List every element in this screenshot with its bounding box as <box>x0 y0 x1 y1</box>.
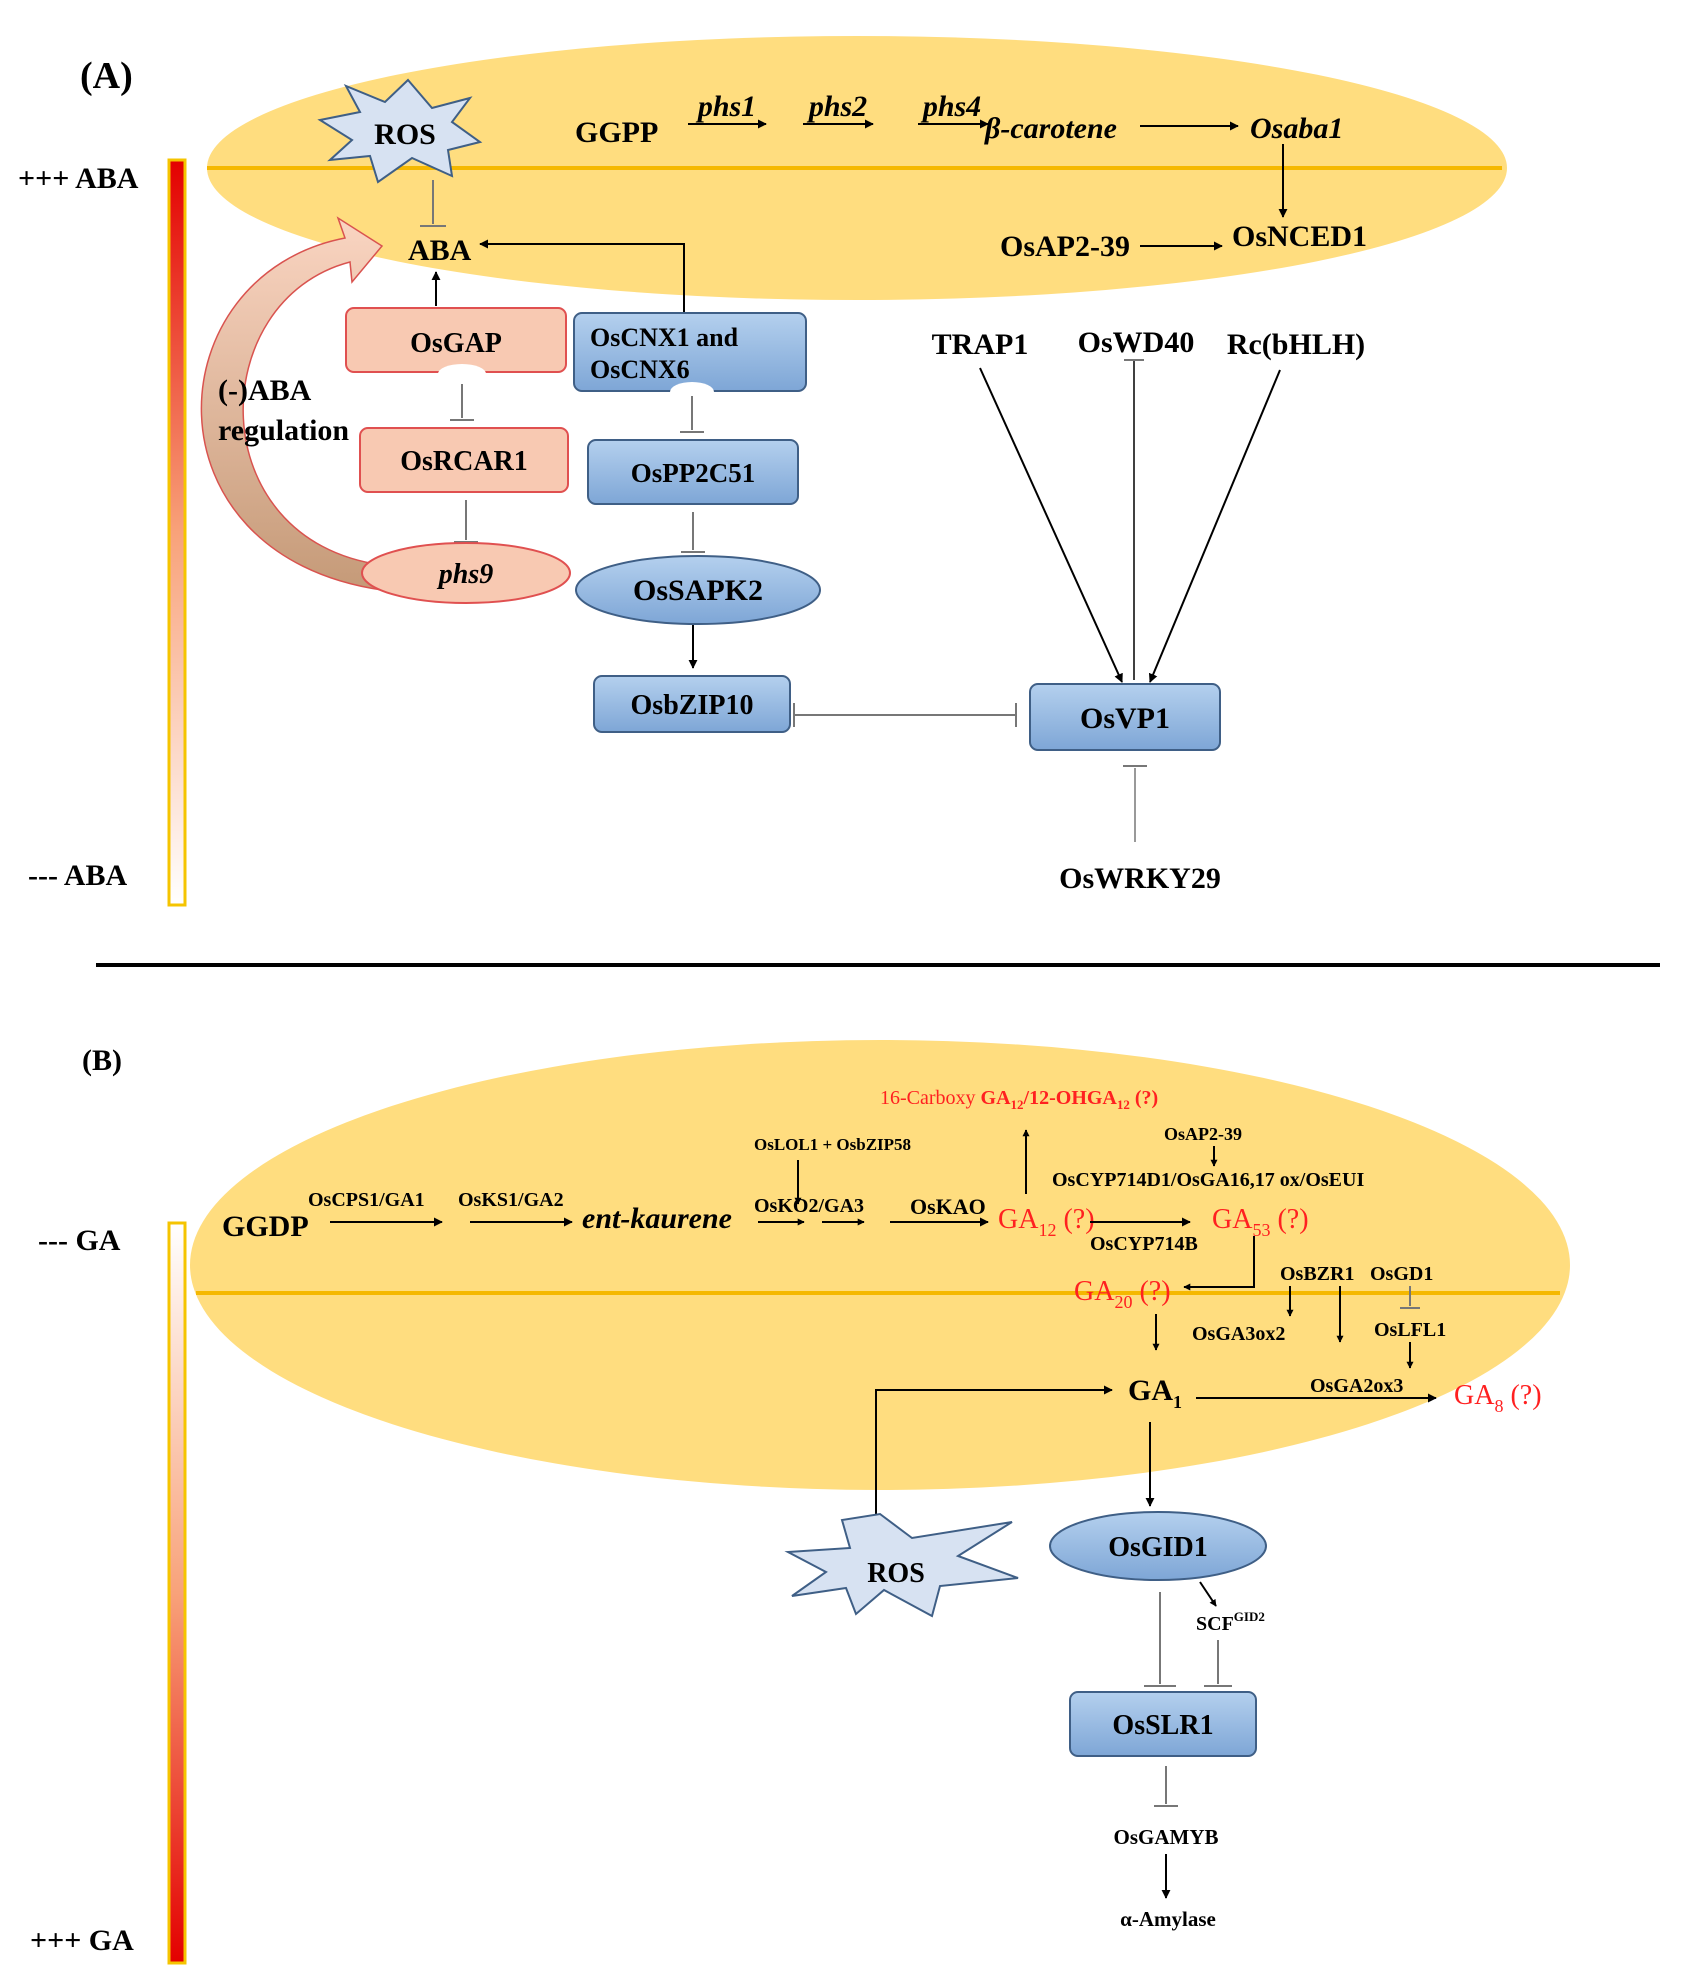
ent-kaurene: ent-kaurene <box>582 1202 732 1235</box>
ga20: GA20 (?) <box>1074 1276 1171 1312</box>
oswrky29: OsWRKY29 <box>1059 862 1221 895</box>
osvp1: OsVP1 <box>1080 702 1170 735</box>
osga3ox2: OsGA3ox2 <box>1192 1323 1285 1345</box>
negative-regulation-arrow <box>200 216 384 591</box>
phs9-ellipse <box>361 542 571 604</box>
osga2ox3: OsGA2ox3 <box>1310 1375 1403 1397</box>
oswd40: OsWD40 <box>1078 326 1195 359</box>
oscnx-line1: OsCNX1 and <box>590 323 739 352</box>
arrow-rc-osvp1 <box>1148 369 1281 683</box>
oscnx-line2: OsCNX6 <box>590 355 690 384</box>
oslol1: OsLOL1 + OsbZIP58 <box>754 1135 911 1154</box>
ros-star-b <box>784 1512 1019 1618</box>
osbzr1: OsBZR1 <box>1280 1263 1354 1285</box>
panel-b-label: (B) <box>82 1044 122 1077</box>
phs9: phs9 <box>437 559 493 590</box>
osgd1: OsGD1 <box>1370 1263 1433 1285</box>
ossapk2-ellipse <box>575 555 821 625</box>
phs1: phs1 <box>695 90 756 123</box>
oscps1: OsCPS1/GA1 <box>308 1189 425 1211</box>
alpha-amylase: α-Amylase <box>1120 1907 1216 1931</box>
osnced1: OsNCED1 <box>1232 220 1367 253</box>
osap2-39-a: OsAP2-39 <box>1000 230 1130 263</box>
aba-scale-top: +++ ABA <box>18 162 139 195</box>
phs4: phs4 <box>920 90 981 123</box>
aba-scale-bottom: --- ABA <box>28 859 127 892</box>
phs2: phs2 <box>806 90 867 123</box>
arrow-osgid1-scf <box>1199 1581 1217 1607</box>
arrow-ga53-ga20 <box>1183 1236 1255 1291</box>
osvp1-box <box>1029 683 1221 751</box>
osks1: OsKS1/GA2 <box>458 1189 564 1211</box>
arrow-trap1-osvp1 <box>979 367 1123 683</box>
ga12: GA12 (?) <box>998 1204 1095 1240</box>
ros-b: ROS <box>867 1558 925 1589</box>
ggpp: GGPP <box>575 116 658 149</box>
osslr1-box <box>1069 1691 1257 1757</box>
osgid1: OsGID1 <box>1108 1532 1208 1563</box>
oscyp714d1: OsCYP714D1/OsGA16,17 ox/OsEUI <box>1052 1169 1364 1191</box>
ga-gradient-bar <box>167 1221 187 1965</box>
oslfl1: OsLFL1 <box>1374 1319 1446 1341</box>
ga-scale-top: --- GA <box>38 1224 121 1257</box>
plastid-ellipse-b <box>190 1040 1570 1490</box>
osko2: OsKO2/GA3 <box>754 1195 864 1217</box>
ggdp: GGDP <box>222 1210 309 1243</box>
ga-scale-bottom: +++ GA <box>30 1924 134 1957</box>
neg-reg-line1: (-)ABA <box>218 374 312 407</box>
trap1: TRAP1 <box>932 328 1029 361</box>
osaba1: Osaba1 <box>1250 112 1343 145</box>
panel-a-label: (A) <box>80 55 133 97</box>
osbzip10: OsbZIP10 <box>631 690 754 721</box>
ga53: GA53 (?) <box>1212 1204 1309 1240</box>
ospp2c51-box <box>587 439 799 505</box>
osgid1-ellipse <box>1049 1511 1267 1581</box>
ospp2c51: OsPP2C51 <box>631 458 756 488</box>
osrcar1-box <box>359 427 569 493</box>
ros-a: ROS <box>374 118 436 151</box>
aba: ABA <box>408 234 472 267</box>
oscyp714b: OsCYP714B <box>1090 1233 1198 1255</box>
osslr1: OsSLR1 <box>1112 1710 1213 1741</box>
oskao: OsKAO <box>910 1194 986 1219</box>
neg-reg-line2: regulation <box>218 414 349 447</box>
aba-gradient-bar <box>167 158 187 907</box>
arrow-ros-ga1 <box>875 1385 1113 1516</box>
scf: SCFGID2 <box>1196 1609 1265 1635</box>
ossapk2: OsSAPK2 <box>633 574 763 607</box>
osbzip10-box <box>593 675 791 733</box>
arrow-oscnx-aba <box>479 239 685 312</box>
ga8: GA8 (?) <box>1454 1380 1542 1416</box>
osrcar1: OsRCAR1 <box>400 446 528 477</box>
beta-carotene: β-carotene <box>984 112 1117 145</box>
osgap: OsGAP <box>410 328 502 359</box>
rc-bhlh: Rc(bHLH) <box>1227 328 1365 361</box>
carboxy-ga12: 16-Carboxy GA12/12-OHGA12 (?) <box>880 1087 1158 1112</box>
ros-star-a <box>317 78 483 184</box>
osgamyb: OsGAMYB <box>1114 1825 1219 1849</box>
osap2-39-b: OsAP2-39 <box>1164 1124 1242 1144</box>
ga1: GA1 <box>1128 1374 1182 1412</box>
